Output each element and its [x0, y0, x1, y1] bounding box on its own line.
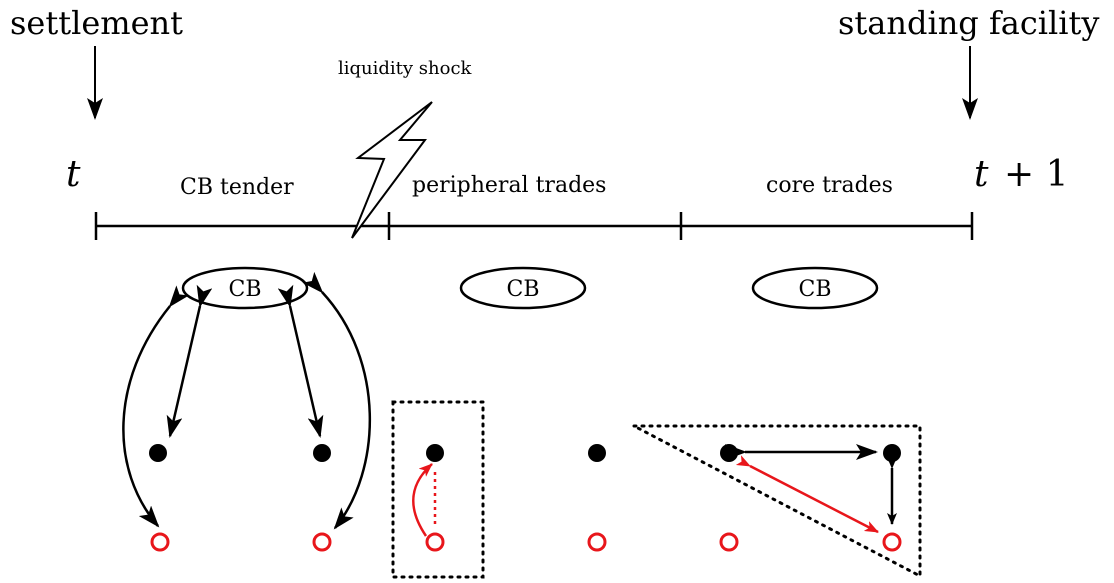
peripheral-banks: [150, 532, 902, 552]
t-end-var: t: [974, 154, 989, 195]
core-peripheral-arrow: [735, 455, 879, 534]
core-bank-node: [720, 444, 738, 462]
core-bank-node: [149, 444, 167, 462]
peripheral-bank-node: [587, 532, 607, 552]
lightning-bolt-icon: [351, 101, 433, 239]
phase-cb-tender-label: CB tender: [180, 175, 294, 200]
cb-node-core-label: CB: [799, 277, 832, 302]
t-end-op: + 1: [1004, 154, 1069, 195]
phase-core-label: core trades: [766, 173, 893, 198]
t-end-label: t + 1: [974, 154, 1069, 195]
core-bank-node: [588, 444, 606, 462]
cb-node-tender-label: CB: [229, 277, 262, 302]
arrow-cb-to-outer-left: [122, 285, 189, 528]
core-bank-node: [313, 444, 331, 462]
peripheral-trade-arrow: [412, 463, 433, 537]
peripheral-bank-node: [425, 532, 445, 552]
cb-node-core: CB: [751, 266, 879, 310]
phase-peripheral-label: peripheral trades: [412, 173, 606, 198]
settlement-label: settlement: [10, 4, 183, 42]
peripheral-bank-node: [150, 532, 170, 552]
peripheral-bank-node: [719, 532, 739, 552]
peripheral-bank-node: [882, 532, 902, 552]
cb-node-tender: CB: [181, 266, 309, 310]
core-bank-node: [883, 444, 901, 462]
cb-node-peripheral-label: CB: [507, 277, 540, 302]
standing-facility-label: standing facility: [838, 4, 1099, 42]
arrow-cb-to-inner-right: [277, 284, 324, 438]
timeline-axis: [94, 212, 974, 240]
core-bank-node: [426, 444, 444, 462]
liquidity-shock-label: liquidity shock: [338, 58, 473, 79]
cb-node-peripheral: CB: [459, 266, 587, 310]
arrow-cb-to-inner-left: [166, 284, 213, 438]
t-start-label: t: [66, 154, 81, 195]
core-trade-triangle: [632, 424, 922, 578]
arrow-cb-to-outer-right: [302, 271, 372, 530]
peripheral-trade-box: [391, 400, 485, 579]
peripheral-bank-node: [312, 532, 332, 552]
